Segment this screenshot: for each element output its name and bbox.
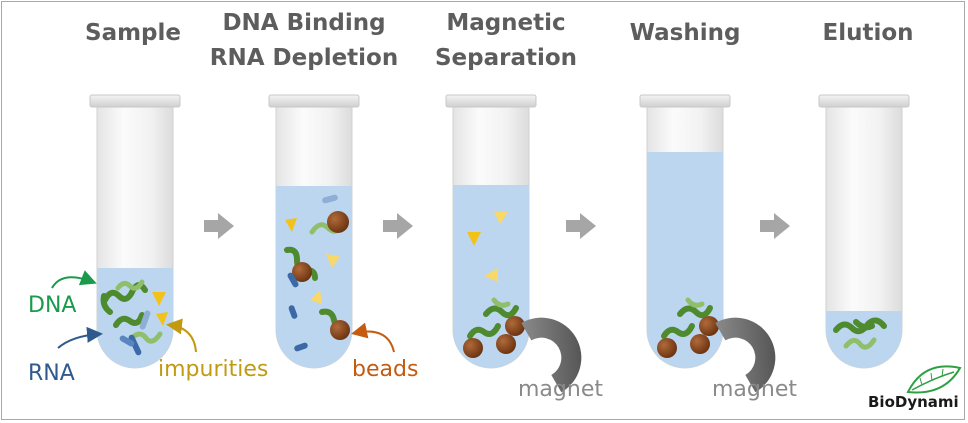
beads-label: beads [352, 357, 419, 382]
step-title-washing: Washing [585, 16, 785, 51]
step-title-line: Elution [822, 20, 914, 46]
tube-cap [445, 94, 537, 108]
step-title-line: DNA Binding [222, 10, 386, 36]
rna-strand [139, 310, 151, 330]
tube-cap [639, 94, 731, 108]
rna-callout-arrow [57, 326, 103, 349]
process-arrow [760, 213, 790, 239]
rna-strand [119, 335, 135, 347]
impurity [156, 312, 168, 326]
dna-strand [843, 337, 877, 350]
bead [327, 211, 349, 233]
bead [292, 262, 312, 282]
dna-strand [483, 305, 519, 319]
impurity [310, 290, 322, 304]
impurity [467, 232, 481, 246]
liquid [453, 185, 529, 368]
tube-sample [89, 94, 181, 369]
impurities-callout-arrow [166, 318, 197, 353]
step-title-elution: Elution [768, 16, 968, 51]
impurity [326, 254, 340, 268]
rna-strand [294, 342, 308, 352]
magnet-label: magnet [712, 377, 797, 402]
impurities-label: impurities [158, 357, 269, 382]
rna-strand [128, 334, 142, 356]
rna-strand [287, 272, 299, 288]
tube-separation [445, 94, 582, 393]
impurity [152, 292, 166, 306]
process-arrow [383, 213, 413, 239]
bead [330, 320, 350, 340]
step-title-line: Washing [629, 20, 741, 46]
tube-washing [639, 94, 776, 393]
dna-label: DNA [28, 293, 77, 318]
bead [463, 338, 483, 358]
step-title-line: RNA Depletion [209, 45, 399, 71]
step-title-binding: DNA Binding RNA Depletion [204, 6, 404, 76]
tube-cap [818, 94, 910, 108]
dna-strand [677, 305, 713, 319]
impurity [484, 268, 498, 282]
rna-strand [322, 194, 338, 204]
beads-callout-arrow [351, 322, 395, 353]
tube-elution [818, 94, 910, 369]
logo-text: BioDynami [868, 393, 959, 411]
impurity [494, 212, 508, 224]
dna-strand [685, 297, 705, 308]
dna-strand [491, 297, 511, 308]
tube-cap [268, 94, 360, 108]
logo-leaf-icon [906, 365, 962, 394]
bead [657, 338, 677, 358]
dna-strand [853, 319, 875, 331]
step-title-sample: Sample [33, 16, 233, 51]
rna-label: RNA [28, 361, 75, 386]
dna-strand [833, 317, 887, 335]
impurity [285, 218, 297, 232]
magnet-label: magnet [518, 377, 603, 402]
liquid [647, 152, 723, 368]
dna-strand [467, 323, 501, 339]
tube-cap [89, 94, 181, 108]
dna-strand [115, 279, 145, 291]
process-arrow [204, 213, 234, 239]
bead [505, 316, 525, 336]
step-title-separation: Magnetic Separation [406, 6, 606, 76]
dna-strand [661, 323, 695, 339]
tube-binding [268, 94, 360, 369]
bead [496, 334, 516, 354]
dna-strand [129, 331, 163, 344]
bead [690, 334, 710, 354]
dna-callout-arrow [51, 270, 97, 289]
magnet-shape [521, 317, 582, 393]
dna-strand [113, 312, 145, 328]
liquid [826, 311, 902, 368]
step-title-line: Magnetic [446, 10, 566, 36]
process-arrow [566, 213, 596, 239]
rna-strand [288, 305, 298, 319]
dna-strand [100, 293, 113, 315]
bead [699, 316, 719, 336]
step-title-line: Sample [85, 20, 181, 46]
step-title-line: Separation [434, 45, 578, 71]
magnet-shape [715, 317, 776, 393]
